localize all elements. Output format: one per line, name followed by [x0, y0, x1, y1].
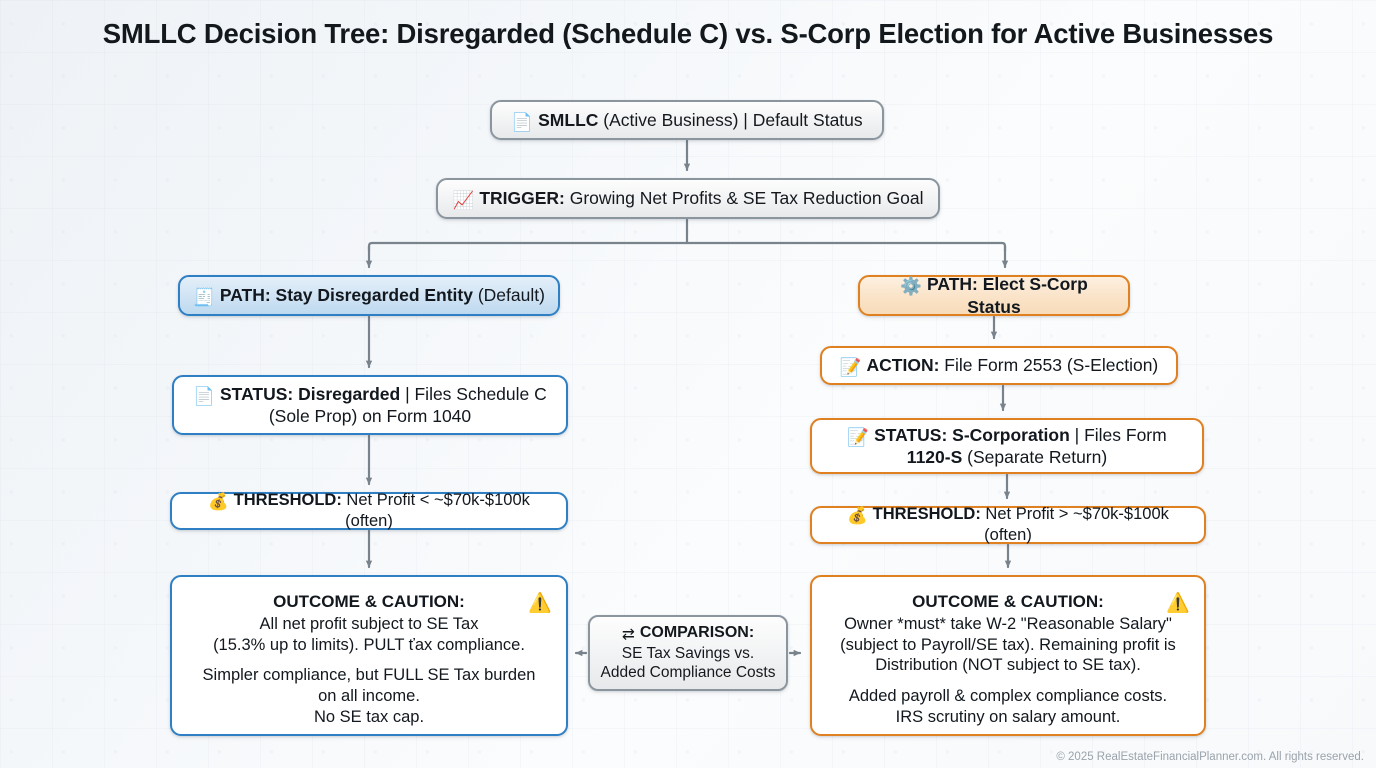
- outcome-right-para1-line3: Distribution (NOT subject to SE tax).: [875, 656, 1141, 675]
- status-right-line2-bold: 1120-S: [906, 447, 963, 468]
- path-left-label-bold: PATH: Stay Disregarded Entity: [219, 285, 473, 306]
- status-right-label-rest: | Files Form: [1069, 424, 1167, 445]
- outcome-left-para2-line2: on all income.: [318, 687, 420, 706]
- status-left-line2: (Sole Prop) on Form 1040: [268, 406, 472, 427]
- warning-triangle-icon: ⚠️: [1166, 593, 1190, 615]
- threshold-left-label-rest: Net Profit < ~$70k-$100k (often): [341, 491, 530, 530]
- outcome-right-para2-line2: IRS scrutiny on salary amount.: [895, 707, 1121, 726]
- outcome-left-para2-line3: No SE tax cap.: [313, 707, 425, 726]
- outcome-right-para2-line1: Added payroll & complex compliance costs…: [848, 687, 1168, 706]
- copyright-footer: © 2025 RealEstateFinancialPlanner.com. A…: [1056, 751, 1364, 763]
- memo-pencil-icon: 📝: [847, 426, 870, 447]
- outcome-left-para1-line1: All net profit subject to SE Tax: [259, 614, 479, 633]
- node-outcome-scorp[interactable]: ⚠️ OUTCOME & CAUTION: Owner *must* take …: [810, 575, 1206, 736]
- document-icon: 📄: [511, 111, 534, 132]
- page-title: SMLLC Decision Tree: Disregarded (Schedu…: [102, 18, 1274, 49]
- status-right-line2-rest: (Separate Return): [962, 447, 1108, 468]
- path-right-label-bold: PATH: Elect S-Corp Status: [927, 274, 1088, 317]
- outcome-left-para1-line2: (15.3% up to limits). PULT ťax complianc…: [213, 635, 525, 654]
- outcome-left-para2-line1: Simpler compliance, but FULL SE Tax burd…: [202, 666, 536, 685]
- node-smllc-root[interactable]: 📄SMLLC (Active Business) | Default Statu…: [490, 100, 884, 140]
- outcome-left-heading: OUTCOME & CAUTION:: [273, 592, 465, 612]
- memo-pencil-icon: 📝: [839, 357, 862, 378]
- node-comparison[interactable]: ⇄COMPARISON: SE Tax Savings vs. Added Co…: [588, 615, 788, 691]
- root-label-rest: (Active Business) | Default Status: [598, 109, 863, 130]
- root-label-bold: SMLLC: [538, 109, 599, 130]
- bidirectional-arrows-icon: ⇄: [621, 626, 635, 644]
- status-right-label-bold: STATUS: S-Corporation: [874, 424, 1070, 445]
- node-status-disregarded[interactable]: 📄STATUS: Disregarded | Files Schedule C …: [172, 375, 568, 435]
- action-right-label-rest: File Form 2553 (S-Election): [939, 355, 1159, 376]
- comparison-line2: SE Tax Savings vs.: [621, 644, 755, 662]
- money-bag-icon: 💰: [847, 507, 868, 526]
- node-status-scorp[interactable]: 📝STATUS: S-Corporation | Files Form 1120…: [810, 418, 1204, 474]
- threshold-right-label-bold: THRESHOLD:: [872, 505, 981, 524]
- outcome-right-para1-line1: Owner *must* take W-2 "Reasonable Salary…: [844, 614, 1172, 633]
- node-threshold-disregarded[interactable]: 💰THRESHOLD: Net Profit < ~$70k-$100k (of…: [170, 491, 568, 530]
- threshold-left-label-bold: THRESHOLD:: [233, 491, 342, 510]
- node-action-form-2553[interactable]: 📝ACTION: File Form 2553 (S-Election): [820, 346, 1178, 385]
- node-threshold-scorp[interactable]: 💰THRESHOLD: Net Profit > ~$70k-$100k (of…: [810, 505, 1206, 544]
- outcome-right-para1-line2: (subject to Payroll/SE tax). Remaining p…: [840, 635, 1176, 654]
- status-left-label-bold: STATUS: Disregarded: [220, 383, 401, 404]
- path-left-label-rest: (Default): [472, 285, 545, 306]
- comparison-line3: Added Compliance Costs: [600, 664, 776, 682]
- money-bag-icon: 💰: [208, 493, 229, 512]
- node-path-disregarded[interactable]: 🧾PATH: Stay Disregarded Entity (Default): [178, 275, 560, 316]
- outcome-right-heading: OUTCOME & CAUTION:: [912, 592, 1104, 612]
- trigger-label-rest: Growing Net Profits & SE Tax Reduction G…: [564, 188, 924, 209]
- threshold-right-label-rest: Net Profit > ~$70k-$100k (often): [980, 505, 1169, 544]
- node-outcome-disregarded[interactable]: ⚠️ OUTCOME & CAUTION: All net profit sub…: [170, 575, 568, 736]
- gears-icon: ⚙️: [900, 276, 923, 297]
- node-path-scorp[interactable]: ⚙️PATH: Elect S-Corp Status: [858, 274, 1130, 317]
- trigger-label-bold: TRIGGER:: [479, 188, 565, 209]
- warning-triangle-icon: ⚠️: [528, 593, 552, 615]
- comparison-heading: COMPARISON:: [639, 624, 755, 642]
- receipt-icon: 🧾: [193, 287, 215, 308]
- action-right-label-bold: ACTION:: [866, 355, 940, 376]
- page-with-text-icon: 📄: [193, 385, 215, 406]
- status-left-label-rest: | Files Schedule C: [400, 383, 547, 404]
- node-trigger[interactable]: 📈TRIGGER: Growing Net Profits & SE Tax R…: [436, 178, 940, 219]
- chart-increasing-icon: 📈: [452, 190, 475, 211]
